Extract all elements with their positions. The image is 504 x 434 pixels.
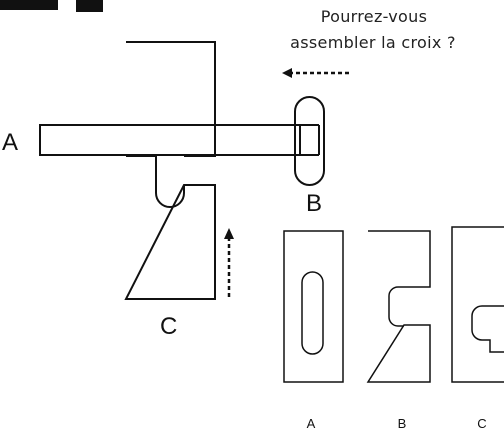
piece-label-b: B: [398, 416, 407, 431]
piece-label-a: A: [307, 416, 316, 431]
move-up-arrow: [224, 228, 234, 297]
assembly-label-a: A: [2, 129, 18, 156]
assembly-piece-c: [124, 41, 216, 300]
separate-piece-a: [283, 230, 344, 383]
piece-label-c: C: [477, 416, 486, 431]
black-block-right: [76, 0, 103, 12]
separate-piece-b: [366, 230, 431, 383]
assembly-piece-b: [294, 96, 325, 186]
assembly-label-c: C: [160, 313, 177, 340]
assembly-piece-a: [39, 124, 301, 156]
question-line-2: assembler la croix ?: [290, 33, 456, 52]
assembly-label-b: B: [306, 190, 322, 217]
move-left-arrow: [282, 68, 349, 78]
black-block-left: [0, 0, 58, 10]
separate-piece-c: [451, 226, 504, 383]
question-line-1: Pourrez-vous: [321, 7, 427, 26]
